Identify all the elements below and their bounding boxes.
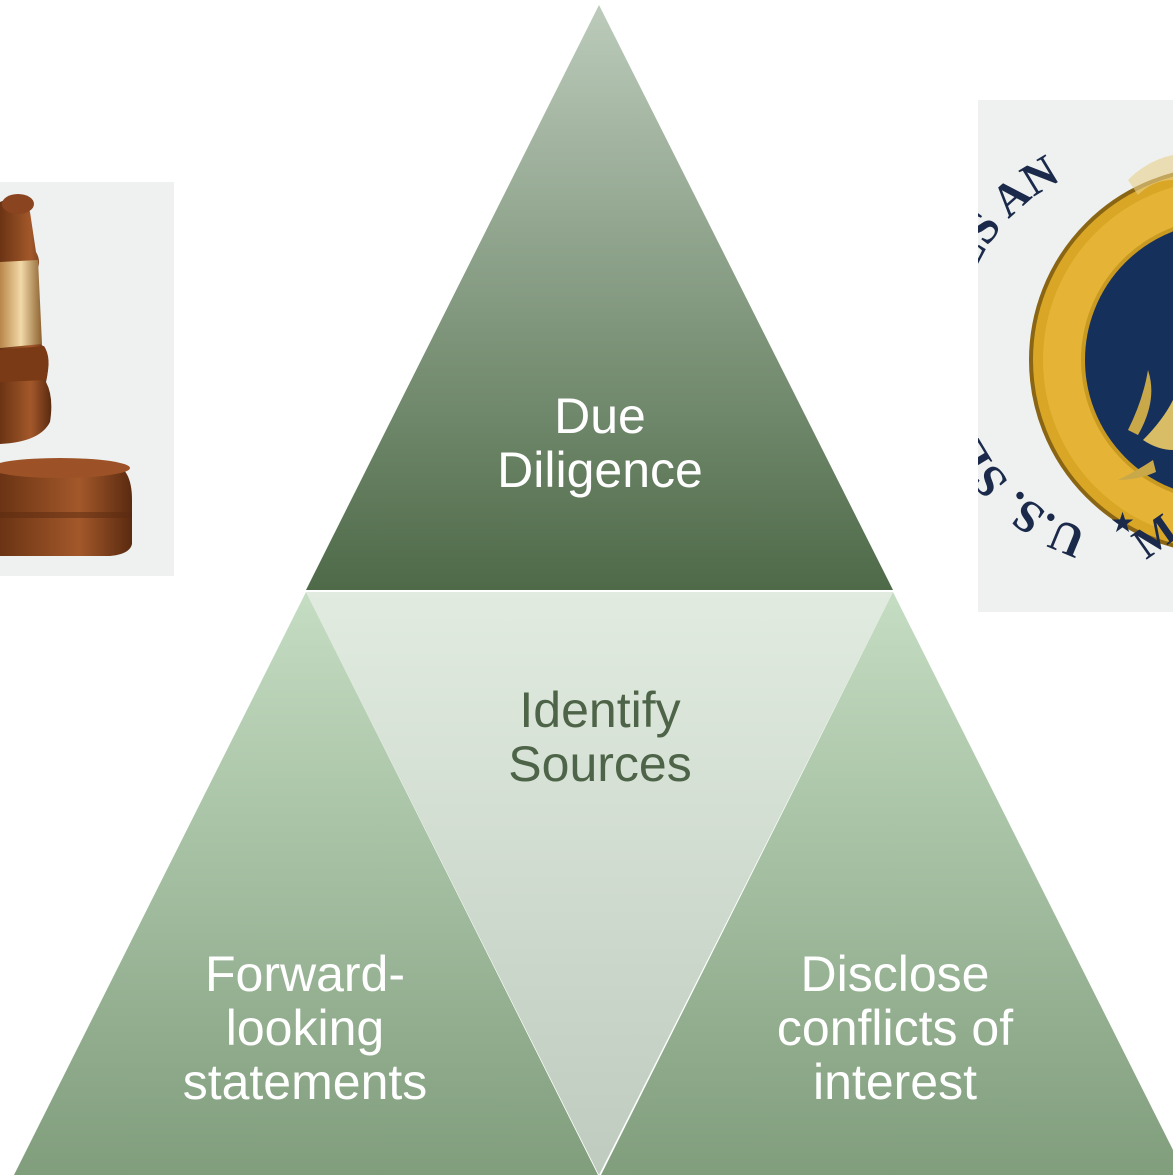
- sec-seal-image: U.S. SECURITIES AN ★ M: [978, 100, 1173, 612]
- triangle-bottom-left: [14, 592, 598, 1175]
- label-forward-looking-statements: Forward- looking statements: [182, 946, 428, 1110]
- label-identify-sources: Identify Sources: [508, 682, 692, 792]
- gavel-image: [0, 182, 174, 576]
- triangle-center: [306, 592, 893, 1175]
- svg-text:★: ★: [1110, 508, 1135, 539]
- label-disclose-conflicts: Disclose conflicts of interest: [776, 946, 1014, 1110]
- label-due-diligence: Due Diligence: [497, 388, 703, 498]
- triangle-bottom-right: [601, 592, 1173, 1175]
- triangle-top: [306, 5, 893, 590]
- seal-icon: U.S. SECURITIES AN ★ M: [978, 145, 1173, 569]
- gavel-icon: [0, 194, 132, 556]
